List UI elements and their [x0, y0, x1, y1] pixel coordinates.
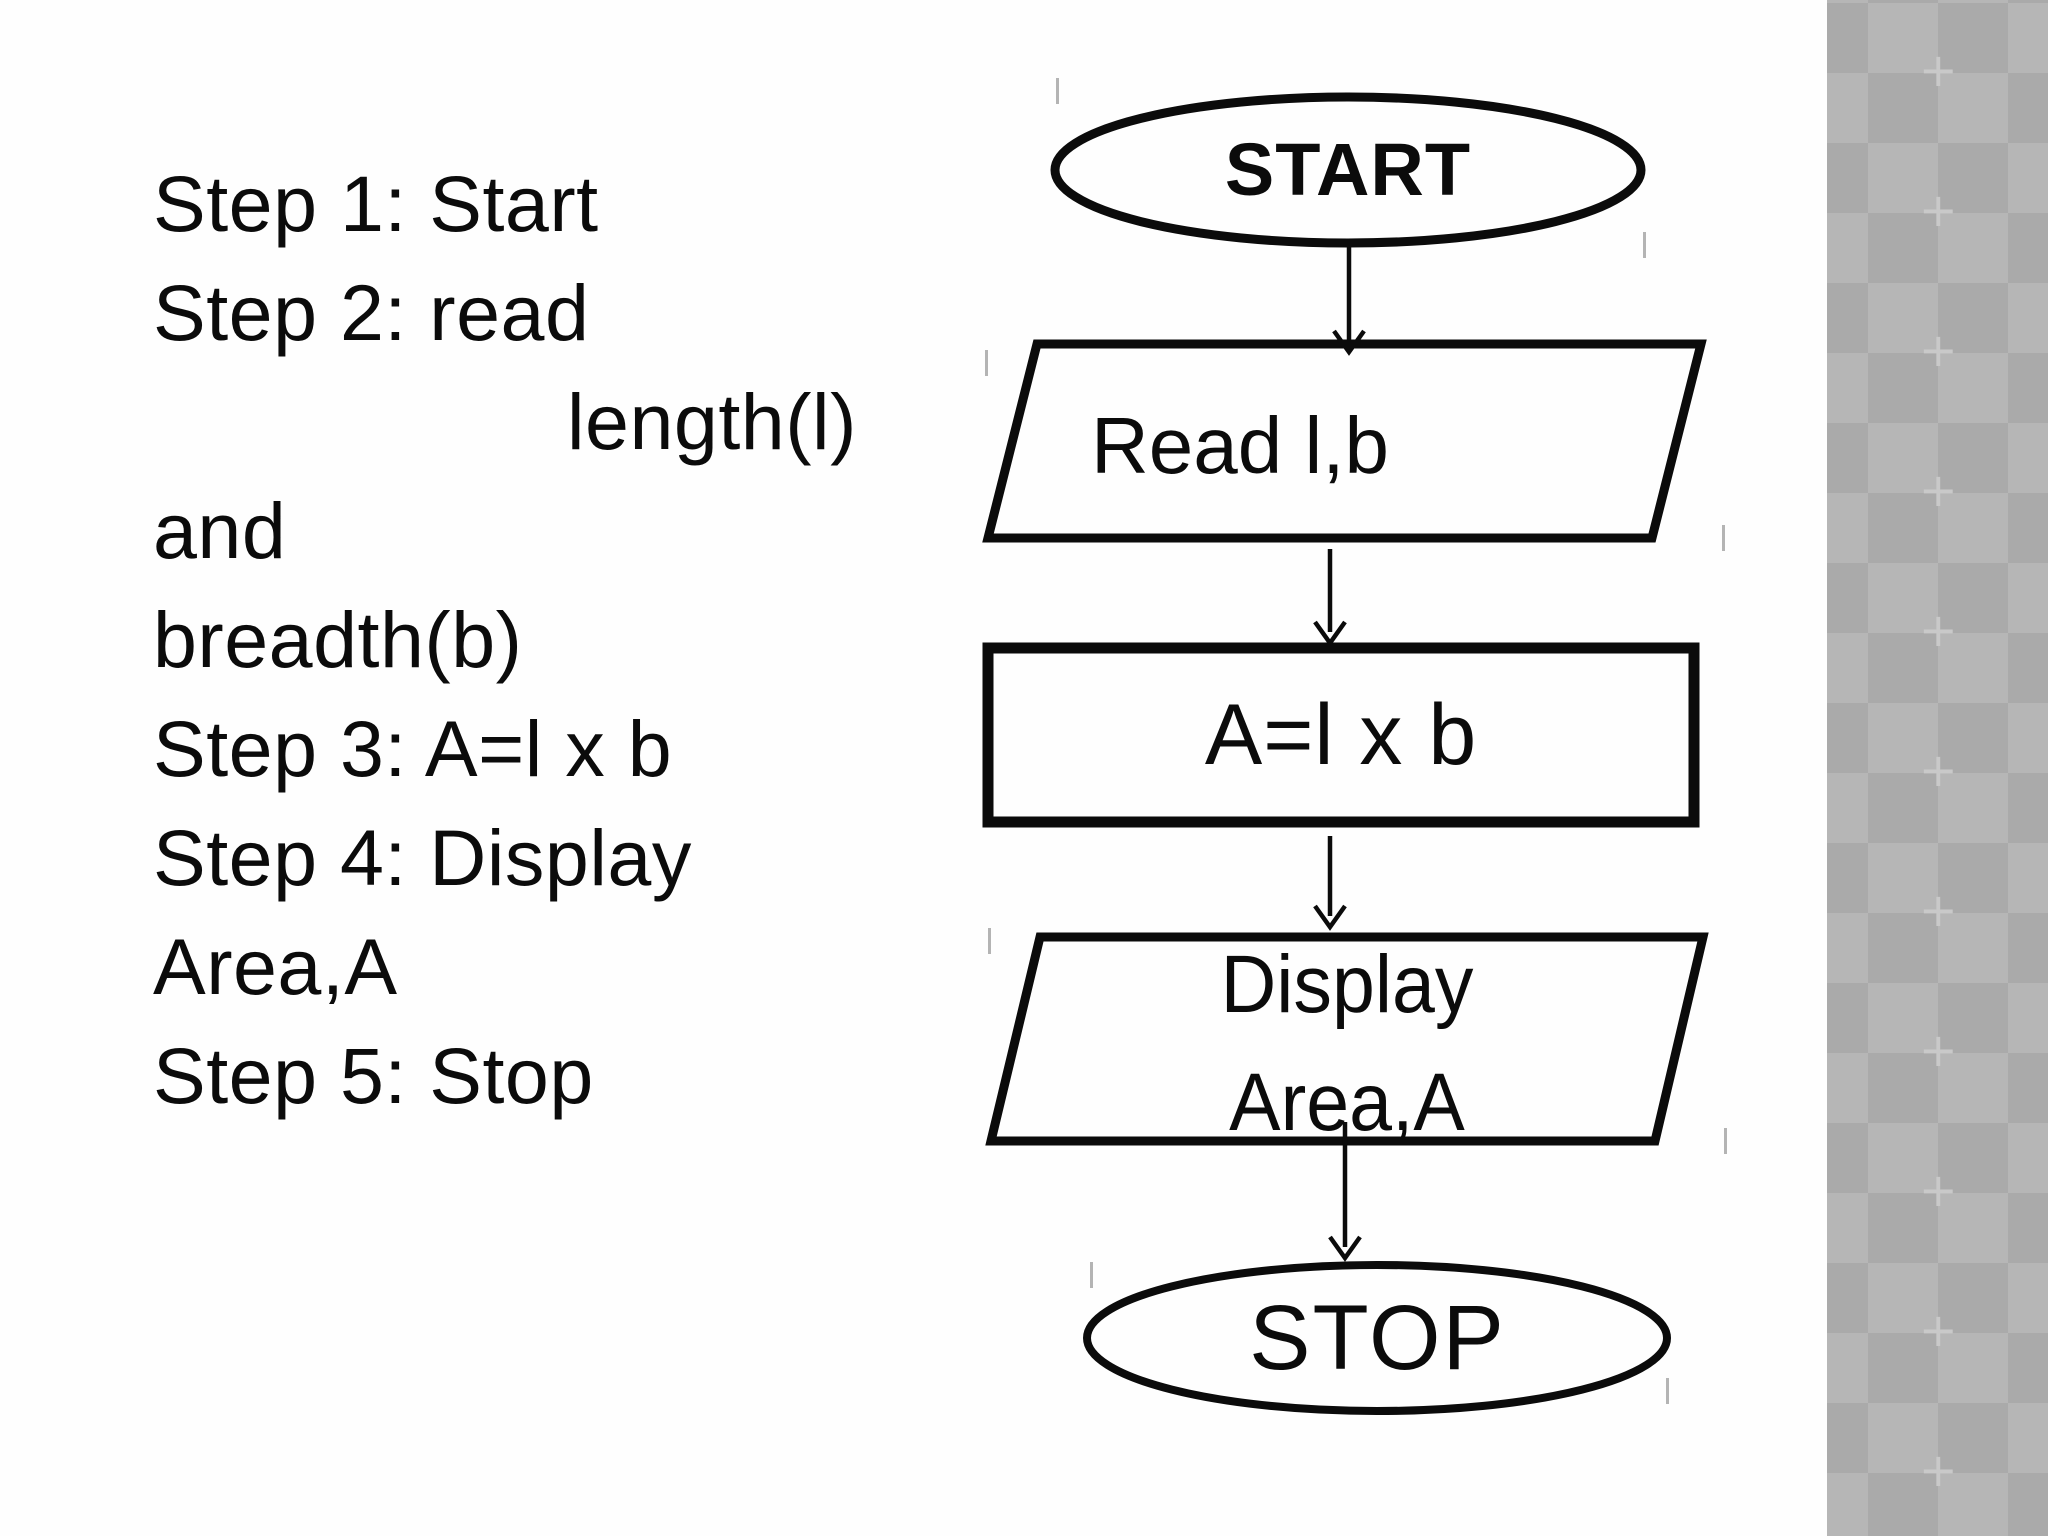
step-line: Area,A [153, 922, 398, 1011]
step-line: breadth(b) [153, 595, 523, 684]
flowchart-read-label: Read l,b [1091, 401, 1389, 490]
plus-texture-glyph: + [1919, 1023, 1958, 1077]
plus-texture-glyph: + [1919, 1303, 1958, 1357]
step-line: and [153, 486, 287, 575]
arrowhead-process-to-display [1313, 904, 1347, 931]
artifact-tick [1724, 1128, 1727, 1154]
plus-texture-glyph: + [1919, 1163, 1958, 1217]
plus-texture-glyph: + [1919, 1443, 1958, 1497]
artifact-tick [1090, 1262, 1093, 1288]
step-line: length(l) [567, 377, 857, 466]
flowchart-stop-label: STOP [1249, 1287, 1506, 1389]
artifact-tick [1643, 232, 1646, 258]
texture-strip: + + + + + + + + + + + [1827, 0, 2048, 1536]
flowchart-start-label: START [1224, 128, 1472, 211]
artifact-tick [1722, 525, 1725, 551]
arrowhead-display-to-stop [1328, 1235, 1362, 1262]
plus-texture-glyph: + [1919, 463, 1958, 517]
step-line: Step 4: Display [153, 813, 692, 902]
plus-texture-glyph: + [1919, 883, 1958, 937]
plus-texture-glyph: + [1919, 43, 1958, 97]
flowchart-process-label: A=l x b [1204, 687, 1478, 783]
step-line: Step 2: read [153, 268, 590, 357]
artifact-tick [988, 928, 991, 954]
algorithm-steps: Step 1: Start Step 2: read length(l) and… [153, 149, 1033, 1130]
plus-texture-glyph: + [1919, 323, 1958, 377]
plus-texture-glyph: + [1919, 183, 1958, 237]
artifact-tick [985, 350, 988, 376]
artifact-tick [1056, 78, 1059, 104]
plus-texture-glyph: + [1919, 603, 1958, 657]
plus-texture-glyph: + [1919, 743, 1958, 797]
flowchart-display-label-line2: Area,A [1229, 1057, 1465, 1148]
arrowhead-start-to-read [1332, 329, 1366, 356]
flowchart-display-label-line1: Display [1220, 939, 1474, 1030]
step-line: Step 1: Start [153, 159, 599, 248]
step-line: Step 5: Stop [153, 1031, 594, 1120]
step-line: Step 3: A=l x b [153, 704, 673, 793]
artifact-tick [1666, 1378, 1669, 1404]
arrowhead-read-to-process [1313, 620, 1347, 647]
